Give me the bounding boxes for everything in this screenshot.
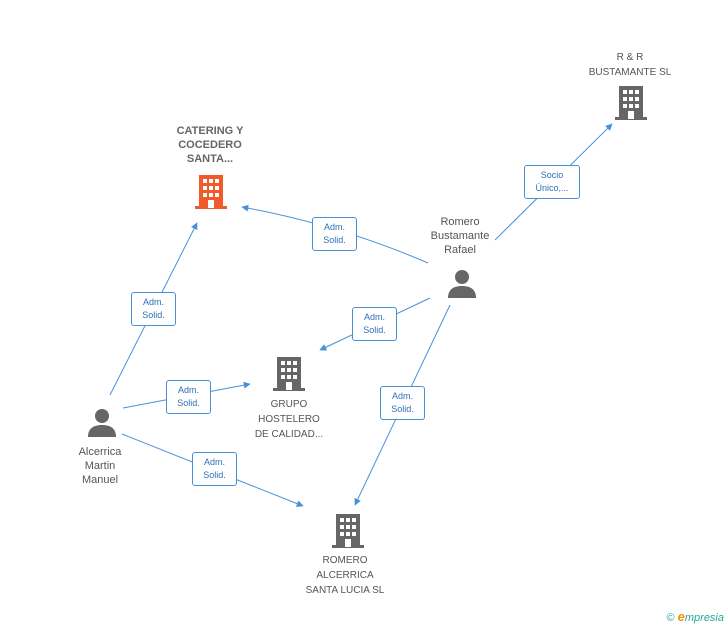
edge-label-line: Adm. [142, 297, 164, 307]
person-icon[interactable] [446, 268, 478, 300]
edge-label-alcerrica-romerosl[interactable]: Adm. Solid. [192, 452, 237, 486]
edge-label-line: Solid. [323, 235, 346, 245]
edge-label-line: Socio [540, 170, 564, 180]
label-line: DE CALIDAD... [254, 429, 324, 440]
label-line: Romero [440, 216, 480, 228]
building-icon[interactable] [332, 514, 364, 548]
label-line: Manuel [81, 474, 119, 486]
edge-label-romero-catering[interactable]: Adm. Solid. [312, 217, 357, 251]
edge-label-line: Solid. [177, 398, 200, 408]
building-icon[interactable] [195, 175, 227, 209]
label-line: COCEDERO [178, 139, 242, 151]
edge-label-line: Solid. [391, 404, 414, 414]
label-line: ALCERRICA [316, 570, 374, 581]
building-icon[interactable] [615, 86, 647, 120]
edge-label-line: Adm. [363, 312, 385, 322]
edge-label-line: Adm. [177, 385, 199, 395]
label-line: Bustamante [430, 230, 490, 242]
edge-label-line: Solid. [363, 325, 386, 335]
edge-label-romero-romerosl[interactable]: Adm. Solid. [380, 386, 425, 420]
node-label-grupo[interactable]: GRUPO HOSTELERO DE CALIDAD... [229, 397, 349, 442]
edge-label-alcerrica-grupo[interactable]: Adm. Solid. [166, 380, 211, 414]
label-line: SANTA LUCIA SL [305, 585, 385, 596]
edge-label-line: Único,... [535, 183, 569, 193]
label-line: GRUPO [270, 399, 308, 410]
building-icon[interactable] [273, 357, 305, 391]
brand-logo-text: mpresia [684, 612, 724, 624]
label-line: R & R [616, 52, 644, 63]
brand-logo-letter: e [677, 609, 685, 624]
footer-brand: © empresia [666, 609, 724, 624]
edge-label-alcerrica-catering[interactable]: Adm. Solid. [131, 292, 176, 326]
label-line: HOSTELERO [258, 414, 320, 425]
label-line: Alcerrica [78, 446, 122, 458]
edge-label-romero-grupo[interactable]: Adm. Solid. [352, 307, 397, 341]
node-label-catering[interactable]: CATERING Y COCEDERO SANTA... [150, 124, 270, 166]
node-label-alcerrica[interactable]: Alcerrica Martin Manuel [50, 445, 150, 487]
label-line: Rafael [444, 244, 476, 256]
person-icon[interactable] [86, 407, 118, 439]
edge-label-romero-rr[interactable]: Socio Único,... [524, 165, 580, 199]
label-line: Martin [84, 460, 116, 472]
edge-label-line: Adm. [391, 391, 413, 401]
node-label-romero-person[interactable]: Romero Bustamante Rafael [410, 215, 510, 257]
node-label-romero-sl[interactable]: ROMERO ALCERRICA SANTA LUCIA SL [285, 553, 405, 598]
edge-label-line: Solid. [203, 470, 226, 480]
label-line: BUSTAMANTE SL [588, 67, 672, 78]
node-label-rr[interactable]: R & R BUSTAMANTE SL [570, 50, 690, 80]
label-line: CATERING Y [176, 125, 244, 137]
copyright-icon: © [666, 612, 675, 624]
edge-label-line: Solid. [142, 310, 165, 320]
label-line: SANTA... [186, 153, 234, 165]
edge-label-line: Adm. [203, 457, 225, 467]
edge-label-line: Adm. [323, 222, 345, 232]
label-line: ROMERO [322, 555, 368, 566]
